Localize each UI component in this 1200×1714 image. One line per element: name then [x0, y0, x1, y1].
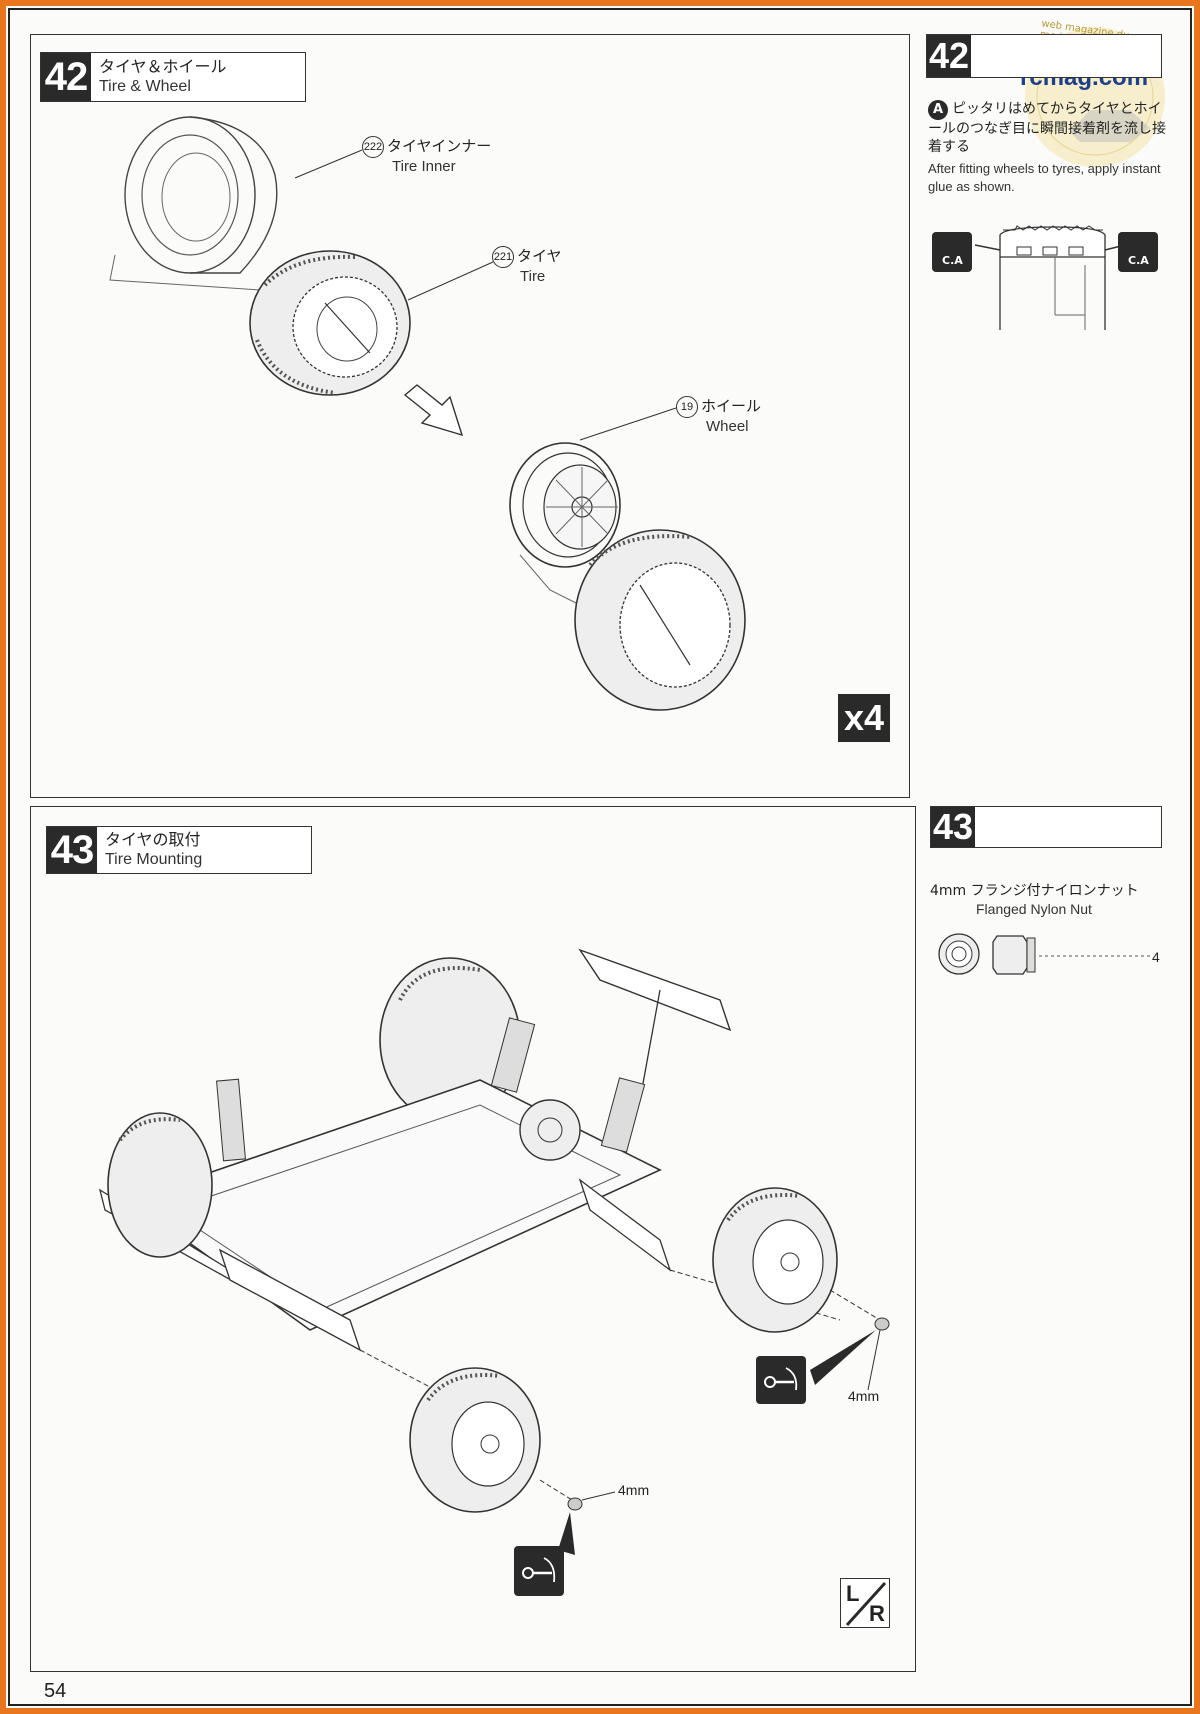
- ca-glue-icon-left: C.A: [932, 232, 972, 272]
- note-text-en: After fitting wheels to tyres, apply ins…: [928, 161, 1161, 194]
- part-number-badge: 221: [492, 246, 514, 268]
- wrench-icon-front: [514, 1546, 564, 1596]
- part-name-en: Tire Inner: [392, 158, 456, 175]
- lr-letter-l: L: [846, 1581, 860, 1606]
- part-name-en: Tire: [520, 268, 546, 285]
- step43-title-jp: タイヤの取付: [105, 830, 201, 849]
- glue-diagram: [974, 225, 1126, 330]
- nut-size-label-rear: 4mm: [848, 1388, 880, 1404]
- part-number-badge: 19: [676, 396, 698, 418]
- wheel-assembly-drawing: [509, 442, 746, 711]
- ca-glue-label: C.A: [1128, 254, 1149, 267]
- step43-header: 43 タイヤの取付 Tire Mounting: [46, 826, 312, 874]
- tire-inner-drawing: [109, 116, 278, 291]
- step43-side-number: 43: [931, 806, 975, 847]
- part-name-jp: 4mm フランジ付ナイロンナット: [930, 883, 1139, 899]
- flanged-nut-icon: [938, 933, 1150, 975]
- step43-title-en: Tire Mounting: [105, 851, 203, 868]
- step42-side-number: 42: [927, 35, 971, 77]
- wrench-icon-rear: [756, 1356, 806, 1404]
- part-name-en: Wheel: [706, 418, 749, 435]
- leader-lines: [294, 149, 677, 441]
- step42-title-en: Tire & Wheel: [99, 78, 191, 95]
- ca-glue-icon-right: C.A: [1118, 232, 1158, 272]
- lr-letter-r: R: [869, 1601, 885, 1626]
- step42-number: 42: [41, 53, 91, 101]
- rear-wheel-drawing: [712, 1187, 838, 1333]
- tire-drawing: [249, 250, 411, 396]
- note-marker: A: [928, 100, 948, 120]
- note-text-jp: ピッタリはめてからタイヤとホイールのつなぎ目に瞬間接着剤を流し接着する: [928, 101, 1166, 155]
- part-name-jp: ホイール: [701, 398, 762, 416]
- step42-header: 42 タイヤ＆ホイール Tire & Wheel: [40, 52, 306, 102]
- part-quantity: 4: [1152, 949, 1160, 965]
- part-name-jp: タイヤ: [517, 248, 562, 266]
- parts-list-item: 4mm フランジ付ナイロンナット Flanged Nylon Nut: [930, 882, 1170, 918]
- step43-number: 43: [47, 827, 97, 873]
- step42-side-header: 42: [926, 34, 1162, 78]
- nut-size-label-front: 4mm: [618, 1482, 650, 1498]
- arrow-icon: [403, 384, 464, 437]
- left-right-badge: L/R L R: [840, 1578, 890, 1628]
- multiplier-badge: x4: [838, 694, 890, 742]
- chassis-drawing: [98, 948, 841, 1441]
- lr-badge-text: L/R: [841, 1579, 842, 1580]
- part-name-en: Flanged Nylon Nut: [976, 901, 1092, 917]
- front-wheel-drawing: [409, 1367, 541, 1513]
- ca-glue-label: C.A: [942, 254, 963, 267]
- step43-side-header: 43: [930, 806, 1162, 848]
- part-number-badge: 222: [362, 136, 384, 158]
- step42-title-jp: タイヤ＆ホイール: [99, 57, 227, 76]
- page-number: 54: [44, 1680, 67, 1702]
- part-name-jp: タイヤインナー: [387, 138, 492, 156]
- lr-divider-icon: [845, 1581, 887, 1627]
